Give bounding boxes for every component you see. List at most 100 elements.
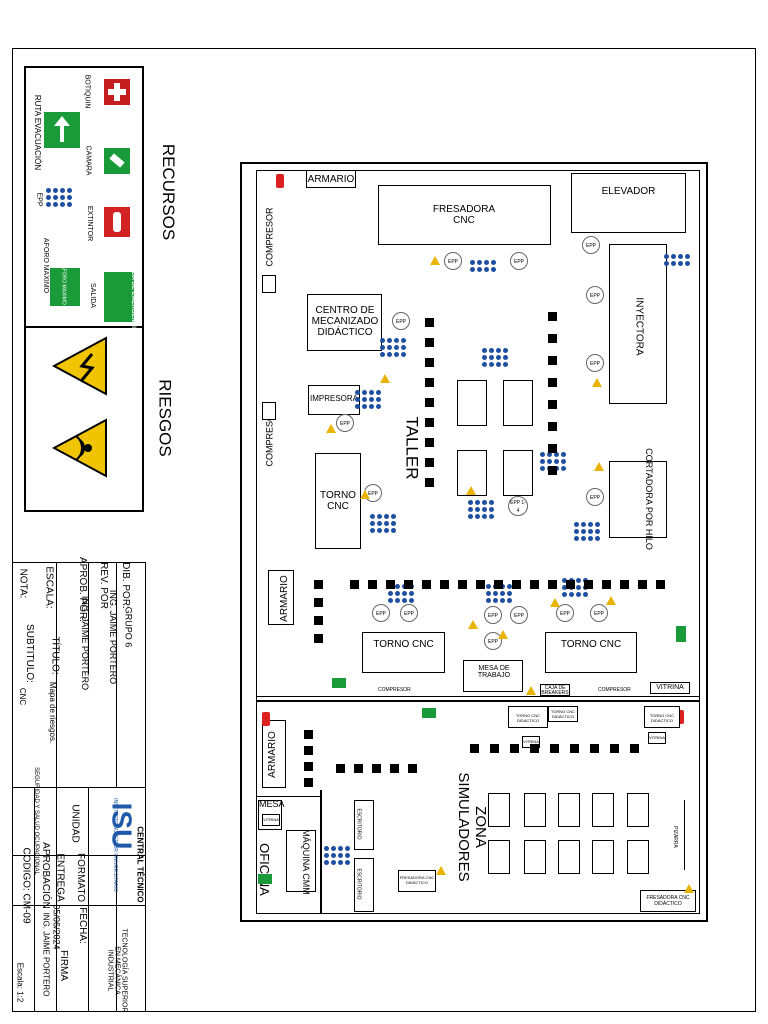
epp-marker: EPP [336,414,354,432]
epp-group [470,260,496,272]
epp-marker: EPP 1-4 [508,496,528,516]
aisle-marker [304,730,313,739]
vitrina-small-2: VITRINA [648,732,666,744]
exit-sign-icon [422,708,436,718]
camera-icon [104,148,130,174]
escala-value: Escala: 1:2 [15,962,25,1003]
taller-wall [256,700,700,702]
impresora: IMPRESORA [308,385,360,415]
epp-group [380,338,406,357]
isu-logo: ISU [106,802,138,850]
extinguisher-icon [104,207,130,237]
escala-label: ESCALA: [43,566,55,609]
epp-group [664,254,690,266]
warning-icon [594,462,604,471]
epp-icon [46,188,72,207]
aisle-marker [304,762,313,771]
aisle-marker [425,398,434,407]
warning-icon [606,596,616,605]
simulator-station [627,840,649,874]
salida-label: SALIDA [88,283,96,308]
aisle-marker [584,580,593,589]
codigo-label: CODIGO: CM-09 [20,847,32,924]
cortadora-hilo: CORTADORA POR HILO [609,448,667,550]
simulator-station [558,793,580,827]
aisle-marker [425,318,434,327]
aisle-marker [314,616,323,625]
aisle-marker [425,338,434,347]
simulator-station [488,793,510,827]
aisle-marker [512,580,521,589]
riesgos-title: RIESGOS [155,379,175,457]
torno-didactico-a [457,380,487,426]
epp-marker: EPP [484,606,502,624]
recursos-title: RECURSOS [159,143,179,241]
aisle-marker [440,580,449,589]
unidad-label: UNIDAD [69,804,81,843]
aisle-marker [602,580,611,589]
aisle-marker [304,778,313,787]
warning-icon [498,630,508,639]
epp-marker: EPP [444,252,462,270]
fecha-label: FECHA: [76,907,88,944]
epp-marker: EPP [392,312,410,330]
aisle-marker [590,744,599,753]
aisle-marker [510,744,519,753]
titulo-label: TÍTULO: [49,636,61,675]
aisle-marker [458,580,467,589]
aisle-marker [620,580,629,589]
aisle-marker [404,580,413,589]
zona-simuladores: ZONA SIMULADORES [455,772,489,882]
firma-label: FIRMA [58,949,70,982]
aisle-marker [425,478,434,487]
warning-icon [326,424,336,433]
aisle-marker [530,580,539,589]
warning-icon [684,884,694,893]
epp-group [370,514,396,533]
aisle-marker [548,466,557,475]
dib-por-value: GRUPO 6 [123,606,134,648]
epp-marker: EPP [582,236,600,254]
inyectora: INYECTORA [609,244,667,404]
legend-divider [24,326,144,328]
epp-marker: EPP [484,632,502,650]
simulator-station [627,793,649,827]
max-capacity-icon: AFORO MAXIMO [50,265,80,306]
extintor-label: EXTINTOR [86,205,94,242]
escritorio-1: ESCRITORIO [354,800,374,850]
rev-por-value: ING. JAIME PORTERO [108,589,119,685]
aisle-marker [470,744,479,753]
warning-icon [360,490,370,499]
fecha-value: 05/06/2024 [51,904,62,950]
central-tecnico-logo: CENTRAL TÉCNICO [135,826,145,903]
pizarra: PIZARRA [671,826,678,848]
epp-marker: EPP [400,604,418,622]
aisle-marker [425,438,434,447]
aisle-marker [548,378,557,387]
mesa-trabajo: MESA DE TRABAJO [463,660,523,692]
caja-breakers: CAJA DE BREAKERS [540,684,570,696]
torno-didactico-3: TORNO CNC DIDÁCTICO [644,706,680,728]
simulator-station [558,840,580,874]
torno-cnc-1: TORNO CNC [315,453,361,549]
warning-icon [436,866,446,875]
radiation-hazard-icon [52,418,107,478]
electrical-hazard-icon [52,336,107,396]
extinguisher-icon [262,712,270,726]
torno-didactico-b [503,380,533,426]
vitrina-small-3: VITRINA [262,814,280,826]
torno-didactico-2: TORNO CNC DIDÁCTICO [548,706,578,722]
aisle-marker [354,764,363,773]
torno-didactico-d [503,450,533,496]
aisle-marker [548,444,557,453]
epp-marker: EPP [586,488,604,506]
epp-marker: EPP [590,604,608,622]
armario-mid: ARMARIO [268,570,294,625]
aprobacion-label: APROBACIÓN [39,842,51,909]
epp-group [468,500,494,519]
epp-group [324,846,350,865]
aisle-marker [548,334,557,343]
aisle-marker [490,744,499,753]
aisle-marker [548,580,557,589]
first-aid-icon [104,79,130,105]
